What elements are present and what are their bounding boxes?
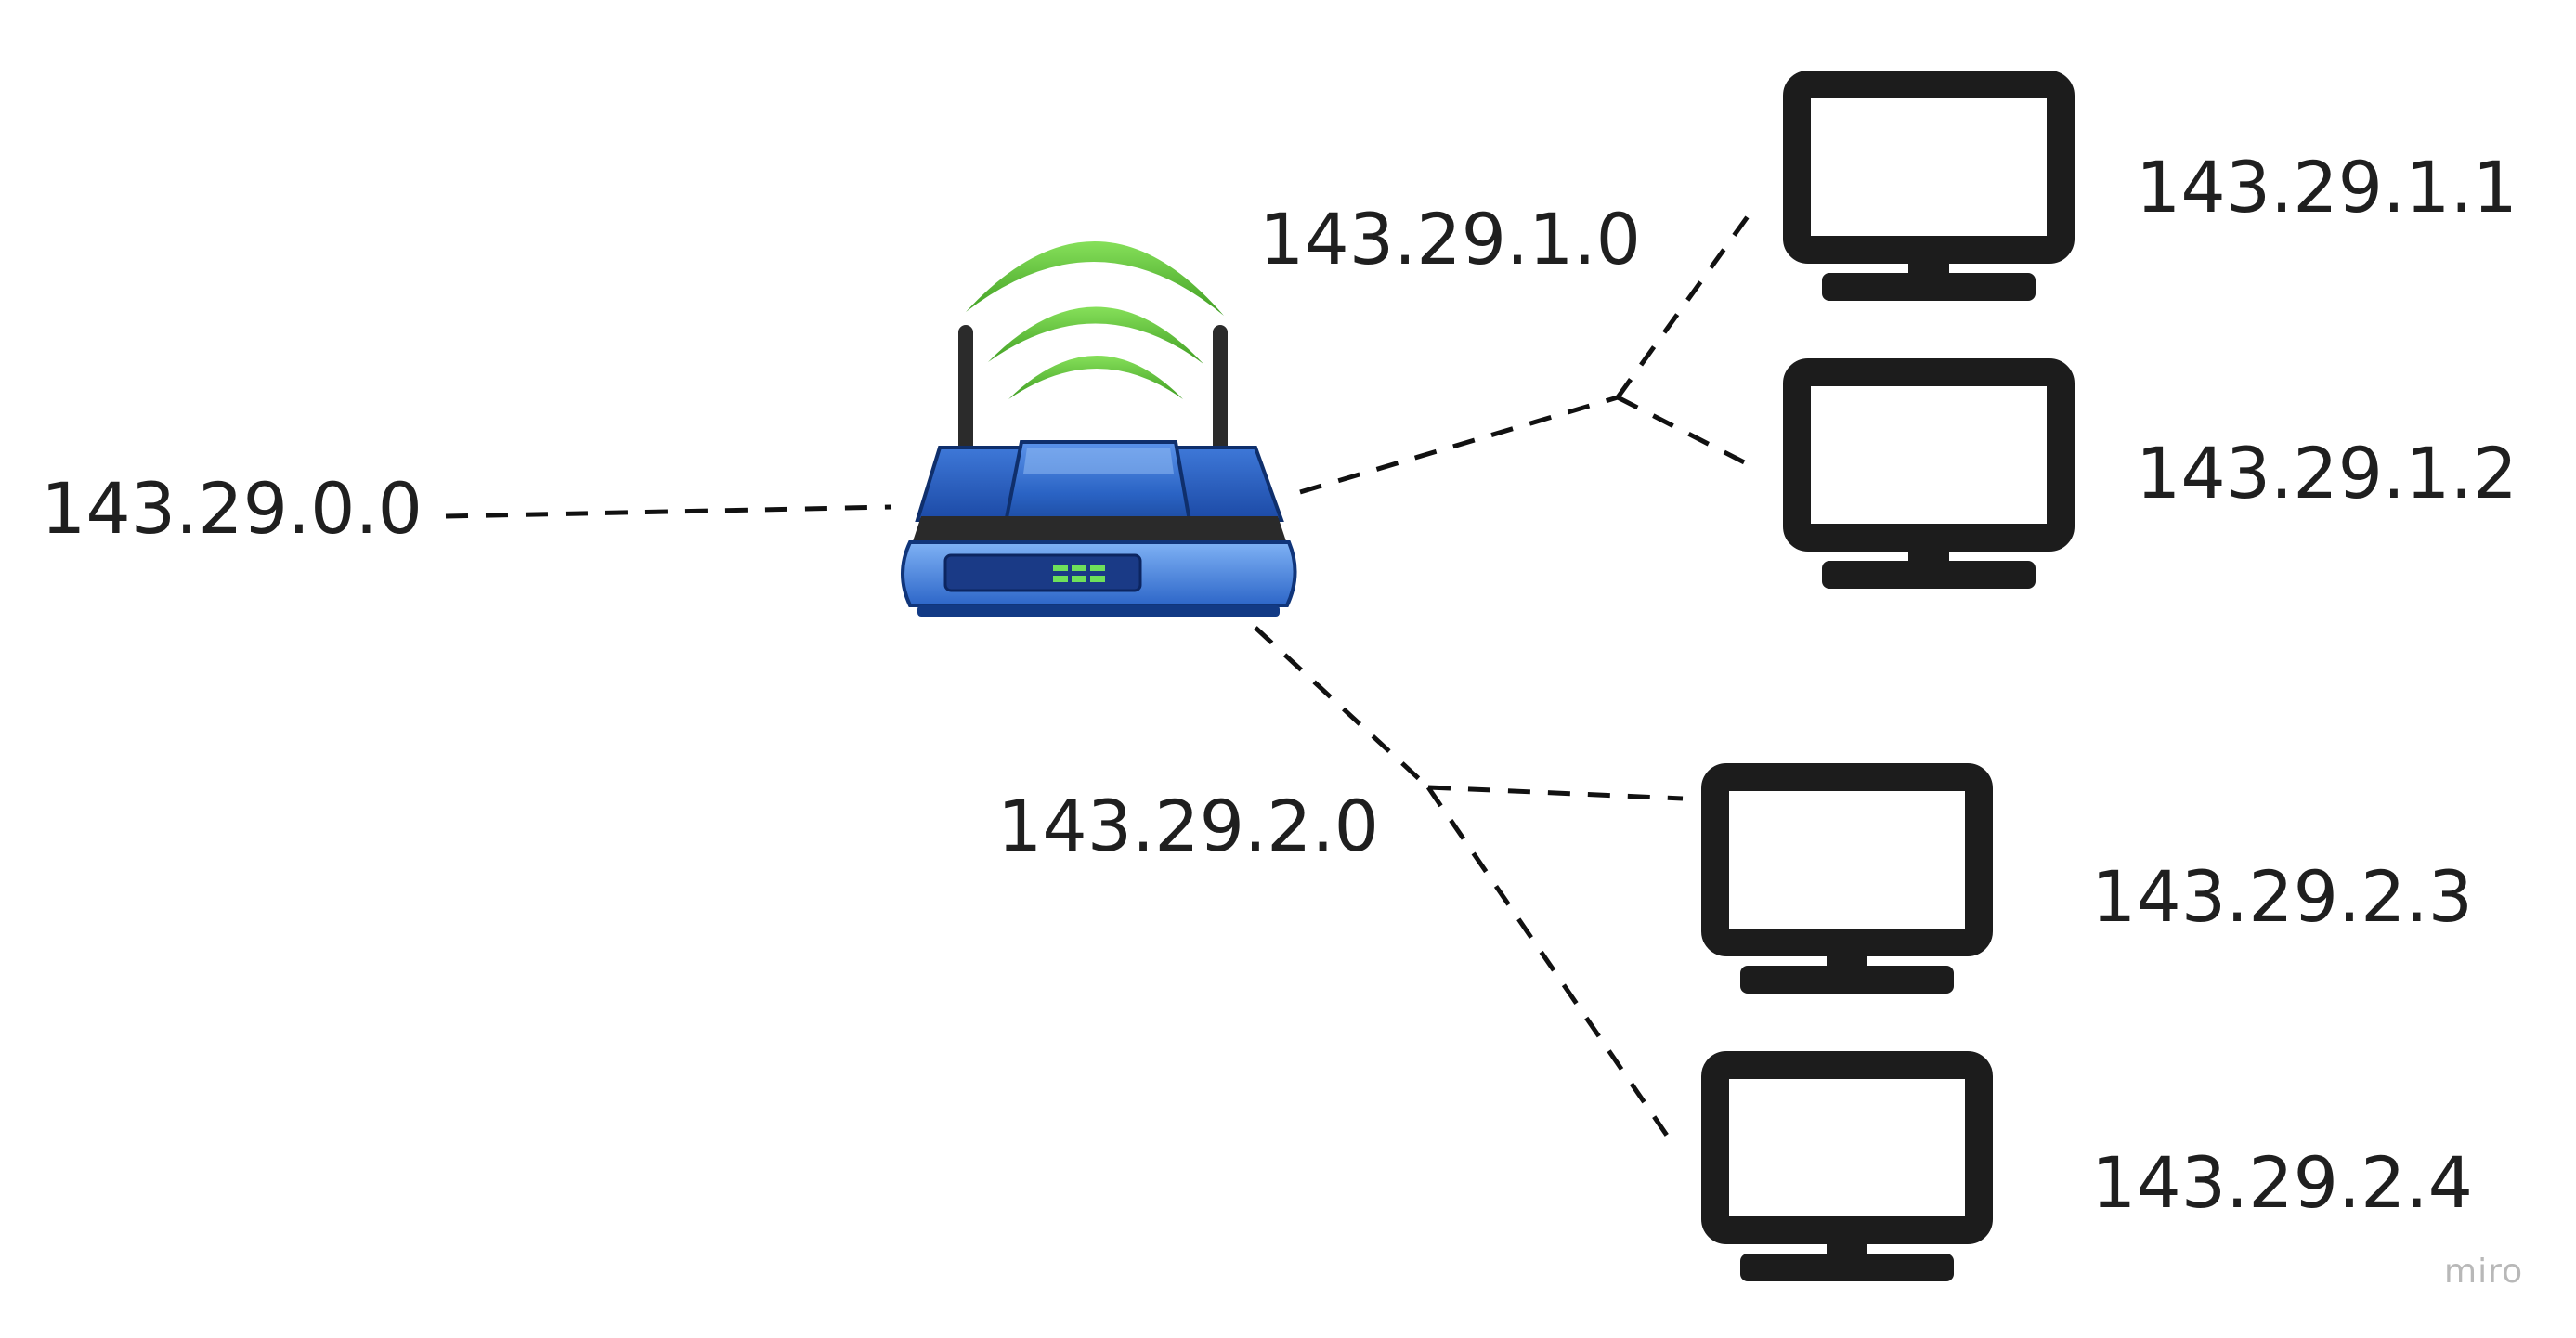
subnet1-network-label: 143.29.1.0 xyxy=(1259,198,1641,280)
wifi-signal-icon xyxy=(966,240,1224,399)
status-led-icons xyxy=(1053,565,1105,582)
subnet2-branch-host3-line xyxy=(1427,785,1684,801)
host-ip-label: 143.29.2.3 xyxy=(2091,855,2473,938)
antenna-right xyxy=(1213,325,1228,455)
monitor-icon xyxy=(1701,763,1993,994)
monitor-icon xyxy=(1783,71,2075,301)
wan-network-label: 143.29.0.0 xyxy=(41,467,423,550)
host-ip-label: 143.29.1.2 xyxy=(2136,432,2517,514)
monitor-icon xyxy=(1783,358,2075,589)
host-ip-label: 143.29.1.1 xyxy=(2136,146,2517,228)
subnet1-trunk-line xyxy=(1299,395,1619,495)
wireless-router-icon xyxy=(901,240,1297,617)
host-ip-label: 143.29.2.4 xyxy=(2091,1141,2473,1224)
antenna-left xyxy=(958,325,973,455)
miro-watermark: miro xyxy=(2444,1253,2524,1291)
connection-lines xyxy=(445,204,1758,1144)
subnet2-network-label: 143.29.2.0 xyxy=(997,785,1379,867)
subnet1-branch-host2-line xyxy=(1616,395,1757,471)
subnet2-branch-host4-line xyxy=(1425,786,1674,1144)
router-status-panel xyxy=(943,553,1142,592)
wan-link-line xyxy=(445,504,892,519)
monitor-icon xyxy=(1701,1051,1993,1281)
subnet2-trunk-line xyxy=(1254,626,1430,789)
